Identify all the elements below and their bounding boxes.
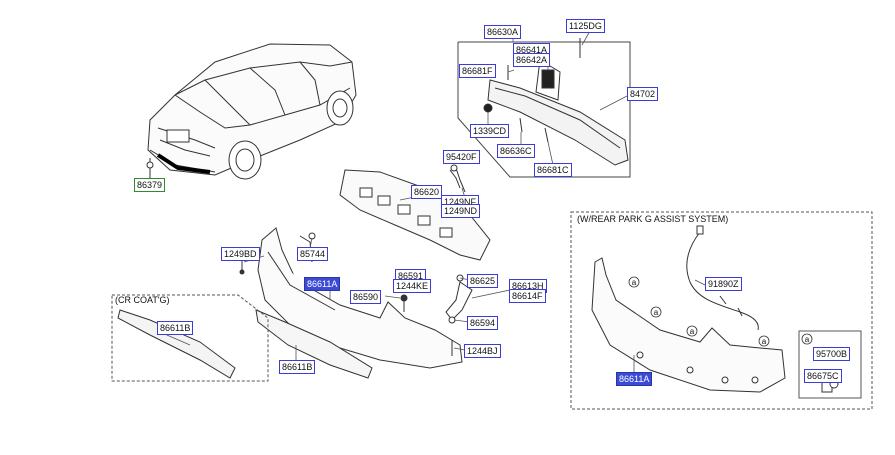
part-label-86379[interactable]: 86379 (134, 178, 166, 192)
marker-a-1: a (632, 278, 637, 287)
part-label-85744[interactable]: 85744 (297, 247, 329, 261)
part-label-1249BD[interactable]: 1249BD (221, 247, 260, 261)
part-label-86681C[interactable]: 86681C (534, 163, 572, 177)
part-label-84702[interactable]: 84702 (627, 87, 659, 101)
part-label-95420F[interactable]: 95420F (443, 150, 480, 164)
part-label-1244KE[interactable]: 1244KE (393, 279, 432, 293)
caption-rear-park-assist: (W/REAR PARK G ASSIST SYSTEM) (577, 214, 729, 224)
park-assist-box (570, 211, 873, 410)
part-label-86590[interactable]: 86590 (350, 290, 382, 304)
energy-absorber (339, 164, 491, 261)
car-illustration (146, 43, 357, 180)
marker-a-group (628, 276, 813, 347)
part-label-1125DG[interactable]: 1125DG (566, 19, 605, 33)
upper-assembly-box (457, 41, 631, 178)
part-label-1244BJ[interactable]: 1244BJ (464, 344, 501, 358)
part-label-1339CD[interactable]: 1339CD (470, 124, 510, 138)
part-label-95700B[interactable]: 95700B (813, 347, 851, 361)
sensor-inset-box (798, 330, 862, 399)
part-label-86620[interactable]: 86620 (411, 185, 443, 199)
side-bracket (239, 164, 473, 356)
part-label-91890Z[interactable]: 91890Z (705, 277, 742, 291)
part-label-86681F[interactable]: 86681F (459, 64, 496, 78)
marker-a-text: a a a a a (632, 278, 810, 346)
part-label-86611B[interactable]: 86611B (279, 360, 316, 374)
part-label-86625[interactable]: 86625 (467, 274, 499, 288)
caption-cr-coat: (CR COAT'G) (115, 295, 170, 305)
back-beam (483, 38, 629, 166)
part-label-86636C[interactable]: 86636C (497, 144, 535, 158)
part-label-86611A-park[interactable]: 86611A (616, 372, 653, 386)
park-assist-wiring (686, 225, 759, 331)
marker-a-2: a (654, 308, 659, 317)
part-label-86611B-crcoat[interactable]: 86611B (157, 321, 194, 335)
part-label-1249ND[interactable]: 1249ND (441, 204, 481, 218)
marker-a-3: a (690, 327, 695, 336)
park-assist-bumper (591, 257, 786, 393)
part-label-86614F[interactable]: 86614F (509, 289, 546, 303)
cr-coat-box (111, 294, 269, 382)
part-label-86675C[interactable]: 86675C (804, 369, 842, 383)
part-label-86630A[interactable]: 86630A (484, 25, 522, 39)
part-label-86594[interactable]: 86594 (467, 316, 499, 330)
part-label-86611A[interactable]: 86611A (304, 277, 341, 291)
marker-a-4: a (762, 337, 767, 346)
marker-a-5: a (805, 335, 810, 344)
part-label-86642A[interactable]: 86642A (513, 53, 551, 67)
